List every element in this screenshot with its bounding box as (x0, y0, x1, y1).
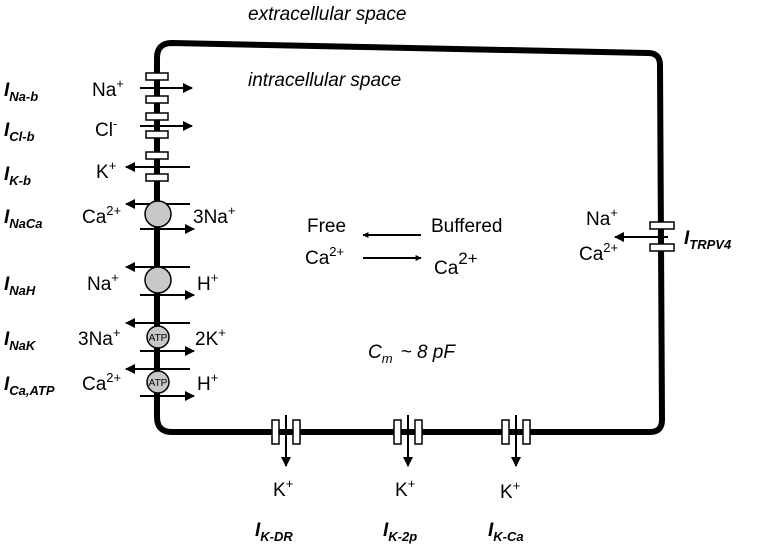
ion-trpv4-na: Na+ (586, 205, 618, 230)
current-label-nah: INaH (4, 274, 36, 298)
ion-na-b: Na+ (92, 76, 124, 101)
ion-ca-atp-h: H+ (197, 370, 218, 395)
ion-nah-h: H+ (197, 270, 218, 295)
ion-ca-atp-ca: Ca2+ (82, 370, 121, 395)
channel-trpv4 (614, 221, 675, 252)
pump-ca-atp (125, 364, 195, 401)
buffered-label: Buffered (431, 216, 502, 237)
current-label-ca-atp: ICa,ATP (4, 374, 55, 398)
ion-k-ca: K+ (500, 478, 520, 503)
ion-cl-b: Cl- (95, 116, 117, 141)
channel-na-b (140, 72, 193, 104)
buffered-ca-label: Ca2+ (434, 249, 478, 279)
free-ca-label: Ca2+ (305, 244, 344, 269)
current-label-trpv4: ITRPV4 (684, 228, 732, 252)
current-label-cl-b: ICl-b (4, 120, 35, 144)
ion-k-b: K+ (96, 158, 116, 183)
current-label-k-2p: IK-2p (383, 520, 417, 544)
current-label-k-b: IK-b (4, 164, 31, 188)
atp-label-ca: ATP (149, 378, 168, 389)
ion-nah-na: Na+ (87, 270, 119, 295)
ion-naca-ca: Ca2+ (82, 203, 121, 228)
channel-k-ca (501, 415, 531, 467)
current-label-naca: INaCa (4, 207, 43, 231)
channel-k-dr (271, 415, 301, 467)
current-label-k-dr: IK-DR (255, 520, 293, 544)
exchanger-naca (125, 199, 195, 234)
extracellular-label: extracellular space (248, 4, 406, 25)
ion-trpv4-ca: Ca2+ (579, 240, 618, 265)
exchanger-nah (125, 262, 195, 300)
ion-k-2p: K+ (395, 476, 415, 501)
current-label-nak: INaK (4, 329, 37, 353)
channel-cl-b (140, 112, 193, 139)
channel-k-b (125, 151, 190, 182)
current-label-na-b: INa-b (4, 80, 38, 104)
current-label-k-ca: IK-Ca (488, 520, 524, 544)
capacitance-label: Cm~ 8 pF (368, 342, 456, 366)
free-label: Free (307, 216, 346, 237)
channel-k-2p (393, 415, 423, 467)
ion-nak-k: 2K+ (195, 325, 226, 350)
atp-label-nak: ATP (149, 333, 168, 344)
cell-membrane (154, 40, 665, 435)
intracellular-label: intracellular space (248, 70, 401, 91)
pump-nak (125, 318, 195, 356)
ion-k-dr: K+ (273, 476, 293, 501)
ion-nak-na: 3Na+ (78, 325, 120, 350)
ion-naca-na: 3Na+ (193, 203, 235, 228)
